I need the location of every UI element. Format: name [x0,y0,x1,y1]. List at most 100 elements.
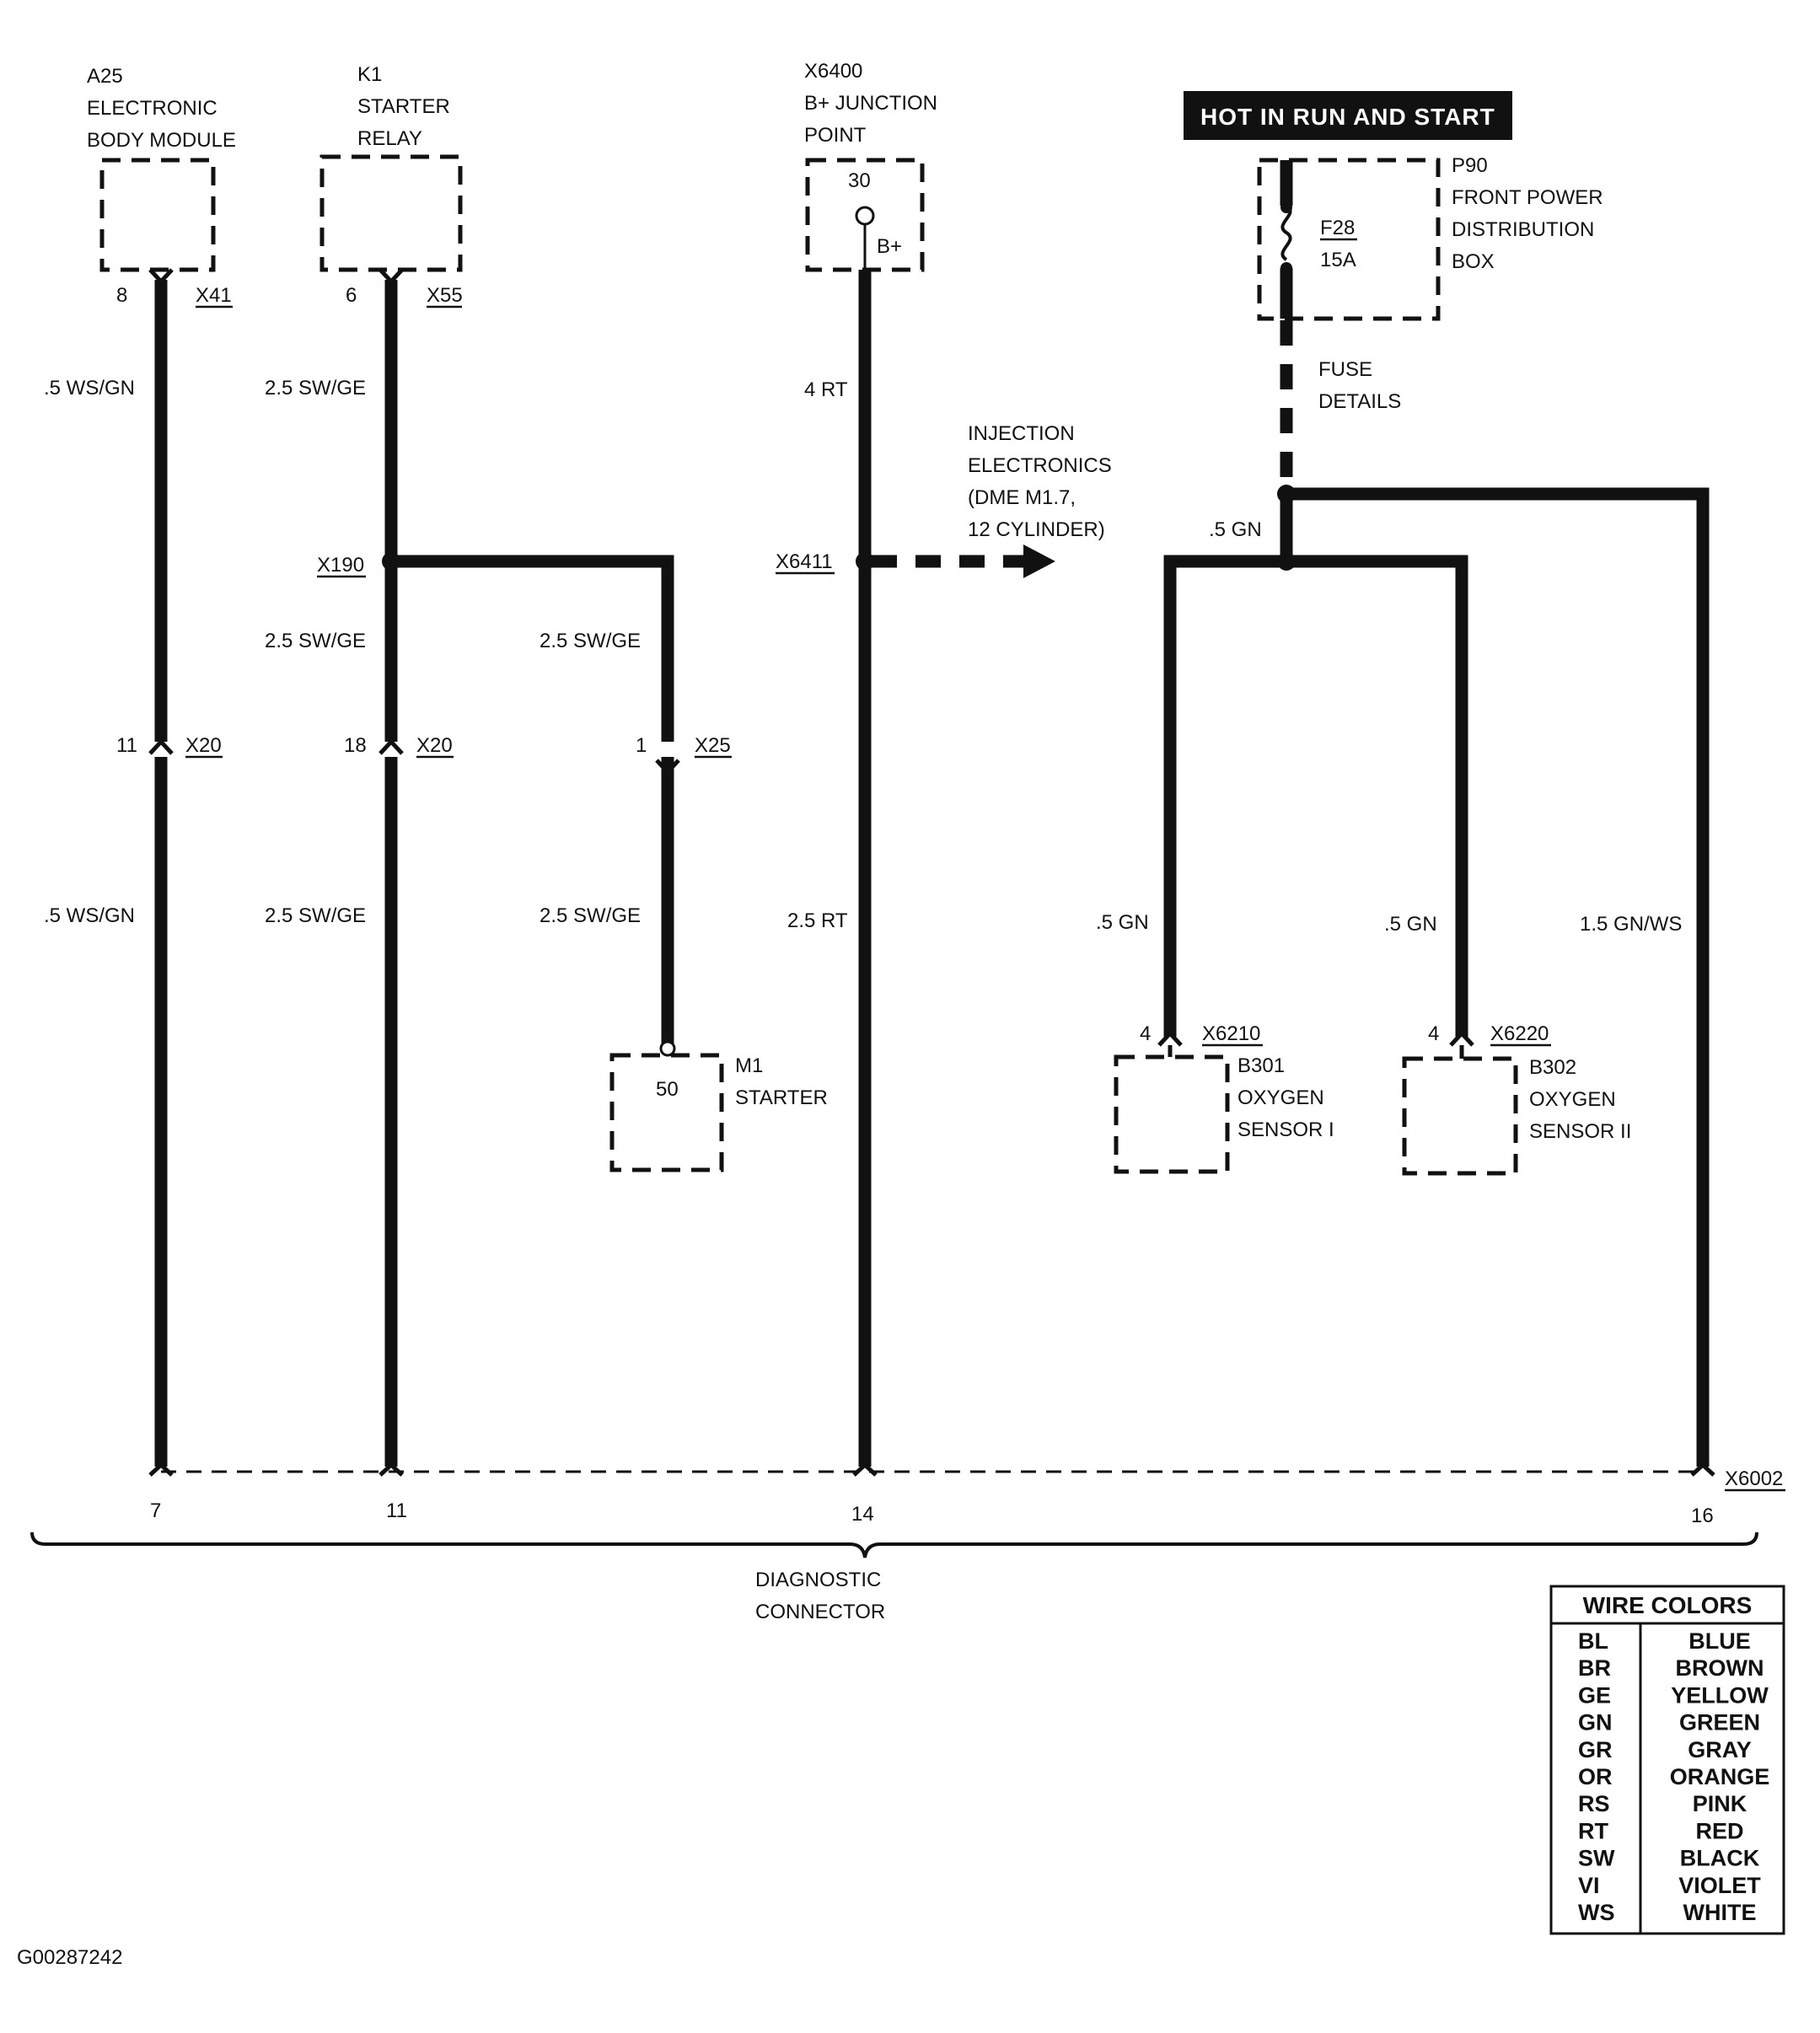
wire-label-a25-lower: .5 WS/GN [44,904,135,927]
splice-gn-dot [1277,552,1296,571]
m1-id: M1 [735,1054,763,1077]
m1-pin: 50 [656,1078,679,1101]
legend-color-name: RED [1695,1818,1743,1843]
fuse-terminal-bottom [1280,262,1292,274]
k1-label-line2: RELAY [357,127,422,150]
legend-code: RT [1578,1818,1608,1843]
diag-pin11-chevron [378,1462,404,1477]
b302-label-line2: SENSOR II [1529,1120,1631,1143]
hot-bar-background [1184,91,1512,140]
component-k1: K1 STARTER RELAY 6 X55 [319,63,463,308]
legend-code: VI [1578,1873,1600,1898]
component-x6400: X6400 B+ JUNCTION POINT 30 B+ [804,60,937,272]
p90-label-line1: FRONT POWER [1452,186,1603,209]
component-b302: 4 X6220 B302 OXYGEN SENSOR II [1402,1022,1631,1176]
diagnostic-connector: X6002 7 11 14 16 DIAGNOSTIC CONNECTOR [30,1462,1785,1623]
x20-b-connector: X20 [416,734,453,757]
b301-pin: 4 [1140,1022,1151,1045]
injection-label-line3: (DME M1.7, [968,486,1076,509]
x6400-pin: 30 [848,169,871,192]
diagnostic-label-line1: DIAGNOSTIC [755,1569,881,1591]
wire-label-k1-lower: 2.5 SW/GE [265,904,366,927]
legend-code: RS [1578,1791,1610,1816]
fuse-details-line2: DETAILS [1318,390,1401,413]
k1-box [319,154,463,272]
legend-code: GN [1578,1710,1613,1735]
component-a25: A25 ELECTRONIC BODY MODULE 8 X41 [87,65,236,308]
wire-label-o2-right: .5 GN [1384,913,1437,936]
b301-label-line2: SENSOR I [1237,1118,1334,1141]
legend-frame [1549,1585,1785,1935]
diagnostic-label-line2: CONNECTOR [755,1601,885,1623]
k1-id: K1 [357,63,382,86]
wire-starter-branch [391,555,674,742]
wire-label-k1-mid: 2.5 SW/GE [265,630,366,652]
legend-code: WS [1578,1900,1615,1925]
diag-pin16-chevron [1690,1462,1715,1477]
a25-label-line2: BODY MODULE [87,129,236,152]
legend-code: BL [1578,1628,1608,1654]
fuse-terminal-top [1280,201,1292,213]
injection-label-line4: 12 CYLINDER) [968,518,1105,541]
b302-box [1402,1056,1518,1176]
wire-gn-ws [1286,487,1710,1467]
component-b301: 4 X6210 B301 OXYGEN SENSOR I [1114,1022,1334,1174]
m1-box [609,1053,724,1172]
figure-id: G00287242 [17,1946,122,1969]
wire-label-a25-upper: .5 WS/GN [44,377,135,400]
b301-connector-chevron [1157,1030,1183,1047]
hot-bar-label: HOT IN RUN AND START [1200,104,1495,130]
legend-color-name: VIOLET [1678,1873,1761,1898]
legend-code: SW [1578,1846,1615,1871]
x20-a-connector: X20 [185,734,222,757]
injection-label-line1: INJECTION [968,422,1075,445]
splice-gn-ws-dot [1277,485,1296,503]
b302-pin: 4 [1428,1022,1439,1045]
b302-label-line1: OXYGEN [1529,1088,1616,1111]
p90-id: P90 [1452,154,1488,177]
fuse-details-line1: FUSE [1318,358,1372,381]
a25-pin: 8 [116,284,127,307]
x6400-terminal-circle [855,206,875,226]
wire-oxygen-sensors [1163,555,1468,1037]
legend-color-name: BLACK [1680,1846,1760,1871]
splice-x190-label: X190 [317,554,364,577]
b302-id: B302 [1529,1056,1576,1079]
diag-pin7-chevron [148,1462,174,1477]
legend-code: BR [1578,1655,1611,1681]
x6400-id: X6400 [804,60,862,83]
p90-label-line2: DISTRIBUTION [1452,218,1594,241]
x25-pin: 1 [636,734,647,757]
wire-label-gn-trunk: .5 GN [1209,518,1262,541]
m1-name: STARTER [735,1086,828,1109]
k1-connector-chevron [378,268,404,285]
wire-label-k1-upper: 2.5 SW/GE [265,377,366,400]
wire-label-starter-upper: 2.5 SW/GE [540,630,641,652]
legend-color-name: GREEN [1679,1710,1760,1735]
legend-color-name: WHITE [1683,1900,1757,1925]
legend-code: GR [1578,1737,1613,1762]
legend-code: OR [1578,1764,1613,1789]
splice-x6411-dot [856,552,874,571]
b302-connector-chevron [1449,1030,1474,1047]
diag-pin14-chevron [852,1462,878,1477]
a25-box [99,158,216,272]
injection-arrow-head [1023,544,1055,578]
legend-color-name: YELLOW [1671,1682,1769,1708]
legend-color-name: BROWN [1676,1655,1764,1681]
fuse-rating: 15A [1320,249,1356,271]
legend-code: GE [1578,1682,1611,1708]
x6400-label-line2: POINT [804,124,867,147]
diag-pin-16: 16 [1691,1505,1714,1527]
hot-in-run-and-start-bar: HOT IN RUN AND START [1184,91,1512,140]
k1-connector: X55 [427,284,463,307]
diag-pin-7: 7 [150,1499,161,1522]
x20-b-pin: 18 [344,734,367,757]
diag-pin-14: 14 [851,1503,874,1526]
diagnostic-connector-id: X6002 [1725,1467,1783,1490]
component-m1: 50 M1 STARTER [609,1040,828,1172]
x20-a-pin: 11 [116,734,137,757]
wire-label-starter-lower: 2.5 SW/GE [540,904,641,927]
wire-label-gn-ws: 1.5 GN/WS [1580,913,1682,936]
